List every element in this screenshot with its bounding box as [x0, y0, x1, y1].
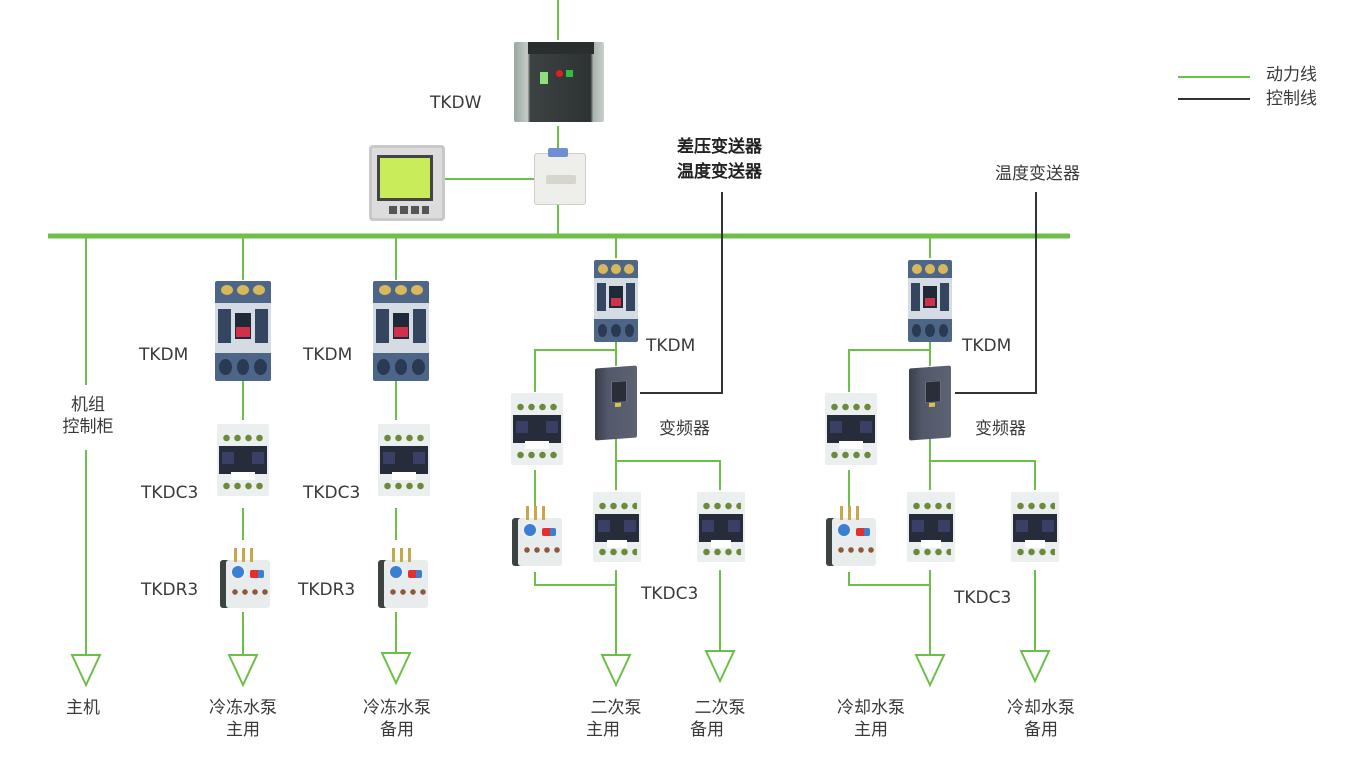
- legend-control-swatch: [1178, 98, 1250, 100]
- host-load-arrow: [70, 654, 102, 688]
- pressure-transmitter-label: 差压变送器: [677, 137, 762, 157]
- thermal-relay-chilled-main: [226, 548, 270, 608]
- contactor-cooling-bypass: [825, 393, 877, 465]
- load-line2: 备用: [380, 720, 414, 740]
- chilled-backup-load-arrow: [380, 652, 412, 686]
- chilled-main-contactor-label: TKDC3: [141, 483, 199, 503]
- cabinet-label-line1: 机组: [71, 395, 105, 415]
- cooling-breaker-label: TKDM: [962, 336, 1012, 356]
- chilled-main-load-arrow: [227, 654, 259, 688]
- chilled-backup-load-label: 冷冻水泵 备用: [352, 697, 442, 741]
- secondary-backup-load-arrow: [704, 650, 736, 684]
- load-line1: 二次泵: [694, 698, 746, 718]
- secondary-contactor-label: TKDC3: [641, 584, 699, 604]
- cooling-backup-load-arrow: [1019, 650, 1051, 684]
- legend-control-label: 控制线: [1266, 89, 1317, 109]
- secondary-backup-load-label: 二次泵 备用: [684, 697, 756, 741]
- cooling-contactor-label: TKDC3: [954, 588, 1012, 608]
- load-line1: 二次泵: [590, 698, 642, 718]
- chilled-main-breaker-label: TKDM: [139, 345, 189, 365]
- contactor-chilled-main: [217, 424, 269, 496]
- contactor-secondary-bypass: [511, 393, 563, 465]
- temp-transmitter-label: 温度变送器: [677, 162, 762, 182]
- mccb-secondary: [594, 260, 638, 342]
- cooling-main-load-arrow: [914, 654, 946, 688]
- vfd-cooling: [909, 365, 951, 441]
- contactor-cooling-backup: [1011, 492, 1059, 562]
- mccb-chilled-backup: [373, 281, 429, 381]
- control-line-secondary: [640, 192, 723, 394]
- load-line2: 备用: [690, 720, 724, 740]
- vfd-secondary: [595, 365, 637, 441]
- acb-breaker-tkdw: [514, 42, 604, 122]
- load-line2: 主用: [854, 720, 888, 740]
- temp-transmitter-2-label: 温度变送器: [995, 164, 1080, 184]
- load-line2: 主用: [226, 720, 260, 740]
- contactor-secondary-main: [593, 492, 641, 562]
- thermal-relay-cooling: [832, 506, 876, 566]
- secondary-main-load-arrow: [600, 654, 632, 688]
- contactor-chilled-backup: [378, 424, 430, 496]
- cooling-vfd-label: 变频器: [975, 419, 1026, 439]
- secondary-main-load-label: 二次泵 主用: [580, 697, 652, 741]
- secondary-vfd-label: 变频器: [659, 419, 710, 439]
- chilled-backup-relay-label: TKDR3: [298, 580, 356, 600]
- load-line2: 备用: [1024, 720, 1058, 740]
- mccb-chilled-main: [215, 281, 271, 381]
- chilled-main-load-label: 冷冻水泵 主用: [198, 697, 288, 741]
- chilled-main-relay-label: TKDR3: [141, 580, 199, 600]
- cooling-main-load-label: 冷却水泵 主用: [826, 697, 916, 741]
- load-line1: 冷冻水泵: [209, 698, 277, 718]
- legend-power-label: 动力线: [1266, 65, 1317, 85]
- load-line1: 冷冻水泵: [363, 698, 431, 718]
- load-line2: 主用: [586, 720, 620, 740]
- load-line1: 冷却水泵: [1007, 698, 1075, 718]
- mccb-cooling: [908, 260, 952, 342]
- chilled-backup-contactor-label: TKDC3: [303, 483, 361, 503]
- control-line-cooling: [955, 192, 1037, 394]
- cooling-backup-load-label: 冷却水泵 备用: [996, 697, 1086, 741]
- thermal-relay-secondary: [518, 506, 562, 566]
- thermal-relay-chilled-backup: [384, 548, 428, 608]
- host-load-label: 主机: [66, 698, 100, 718]
- legend-power-swatch: [1178, 76, 1250, 78]
- power-meter: [369, 145, 445, 221]
- current-transformer: [534, 148, 586, 205]
- unit-control-cabinet-label: 机组 控制柜: [56, 394, 120, 438]
- contactor-cooling-main: [907, 492, 955, 562]
- secondary-breaker-label: TKDM: [646, 336, 696, 356]
- acb-label: TKDW: [430, 93, 482, 113]
- chilled-backup-breaker-label: TKDM: [303, 345, 353, 365]
- contactor-secondary-backup: [697, 492, 745, 562]
- load-line1: 冷却水泵: [837, 698, 905, 718]
- cabinet-label-line2: 控制柜: [62, 417, 114, 437]
